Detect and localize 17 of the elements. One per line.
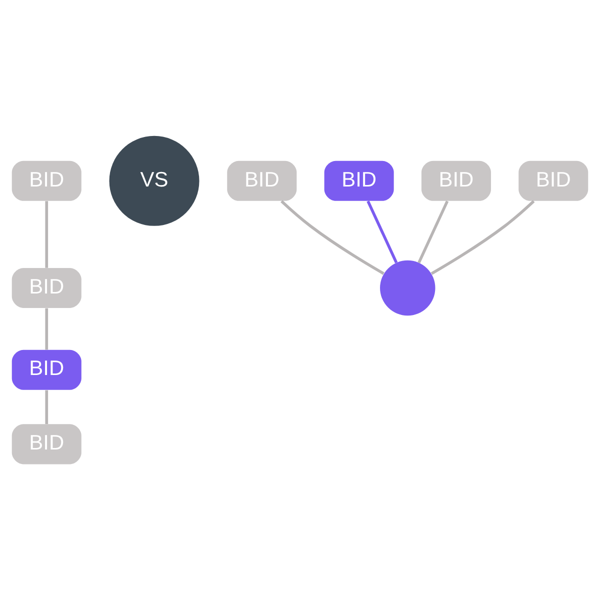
node-box: BID [12, 350, 82, 390]
connector [430, 200, 535, 275]
node-box: BID [12, 268, 82, 308]
node-box: BID [518, 160, 588, 201]
connector [45, 308, 48, 350]
node-box: BID [12, 160, 82, 201]
node-circle: VS [109, 136, 200, 226]
node-box: BID [227, 160, 297, 201]
node-box: BID [12, 424, 82, 464]
connector [45, 390, 48, 424]
node-box: BID [324, 160, 394, 201]
connector [280, 200, 384, 275]
node-circle [380, 260, 436, 316]
connector [418, 200, 449, 264]
node-box: BID [421, 160, 491, 201]
connector [45, 201, 48, 268]
connector [366, 200, 398, 264]
